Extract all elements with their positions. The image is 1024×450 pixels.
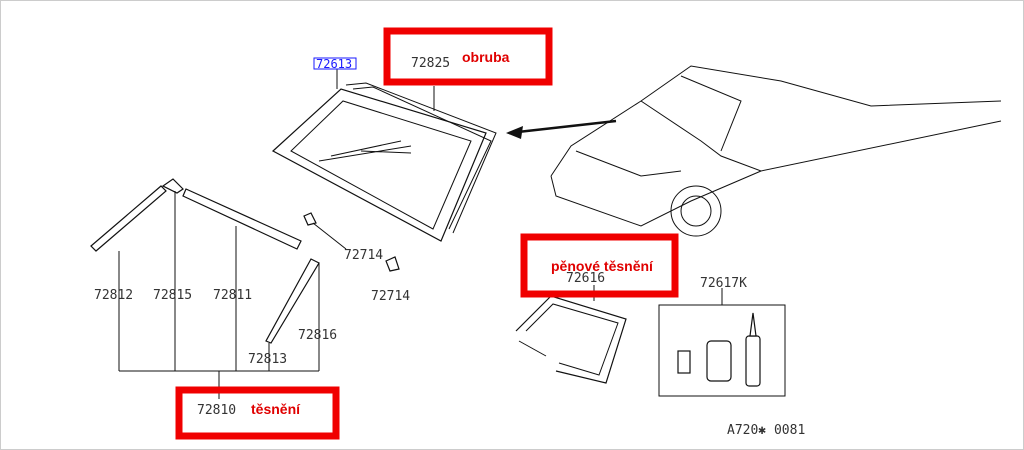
seal-highlight — [175, 386, 340, 440]
windshield-part-link[interactable]: 72613 — [316, 57, 352, 71]
clip-part-number-a: 72714 — [344, 248, 383, 263]
seal-note: těsnění — [251, 401, 301, 417]
seal-top-part-number: 72811 — [213, 288, 252, 303]
windshield-link-box[interactable] — [313, 57, 357, 70]
foam-seal-drawing — [515, 285, 627, 384]
foam-seal-note: pěnové těsnění — [551, 258, 654, 274]
seal-side-part-number: 72816 — [298, 328, 337, 343]
molding-part-number: 72825 — [411, 56, 450, 71]
seal-top-left-part-number: 72815 — [153, 288, 192, 303]
molding-note: obruba — [462, 49, 510, 65]
seal-parts-drawing — [90, 178, 400, 399]
adhesive-kit-part-number: 72617K — [700, 276, 747, 291]
seal-set-part-number: 72810 — [197, 403, 236, 418]
seal-left-part-number: 72812 — [94, 288, 133, 303]
car-drawing — [506, 65, 1002, 237]
windshield-drawing — [271, 82, 497, 242]
foam-seal-part-number: 72616 — [566, 271, 605, 286]
clip-part-number-b: 72714 — [371, 289, 410, 304]
molding-highlight — [383, 27, 553, 86]
diagram-code: A720✱ 0081 — [727, 423, 805, 438]
seal-lower-part-number: 72813 — [248, 352, 287, 367]
foam-seal-highlight — [520, 233, 679, 298]
adhesive-kit-drawing — [658, 288, 786, 397]
